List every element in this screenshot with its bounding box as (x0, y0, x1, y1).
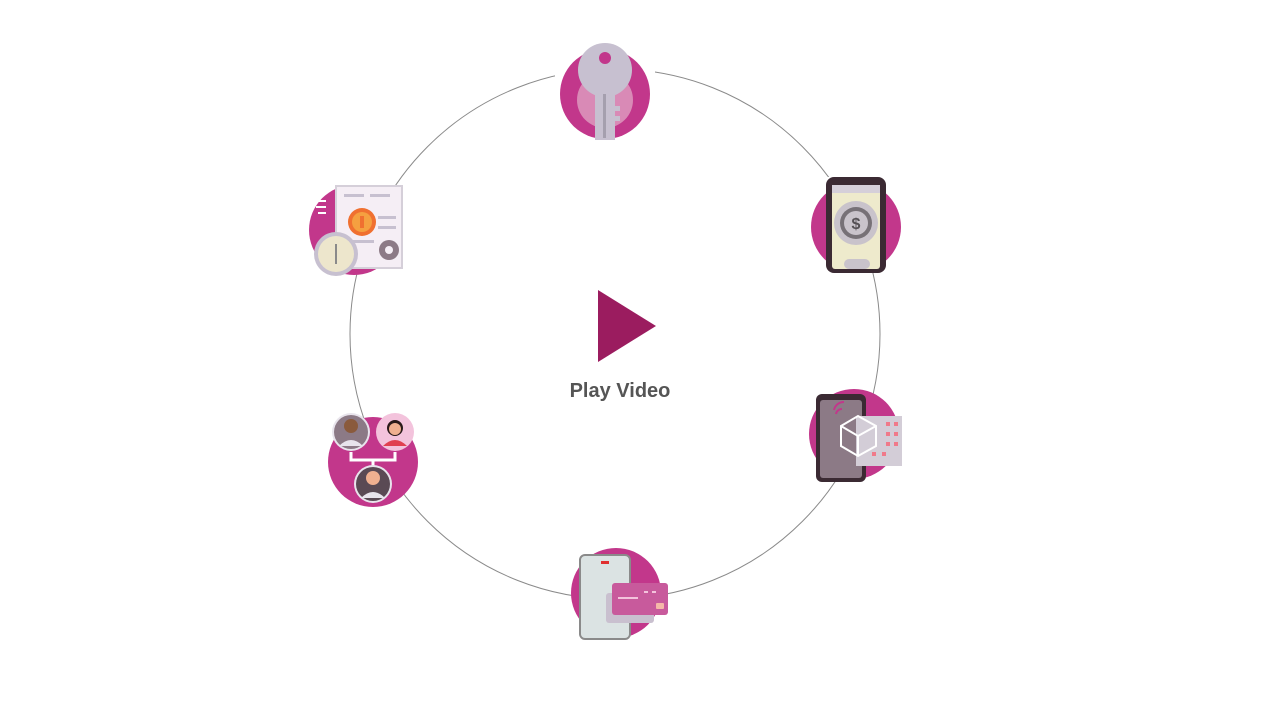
svg-text:$: $ (852, 216, 861, 233)
mobile-card-icon (568, 545, 668, 645)
user-hierarchy-icon (325, 408, 425, 508)
play-video-label[interactable]: Play Video (569, 380, 671, 402)
mobile-payment-icon: $ (806, 175, 906, 275)
mobile-ar-box-icon (806, 386, 906, 486)
play-video-icon[interactable] (596, 288, 658, 364)
key-icon (555, 42, 655, 142)
document-settings-icon (306, 180, 406, 280)
